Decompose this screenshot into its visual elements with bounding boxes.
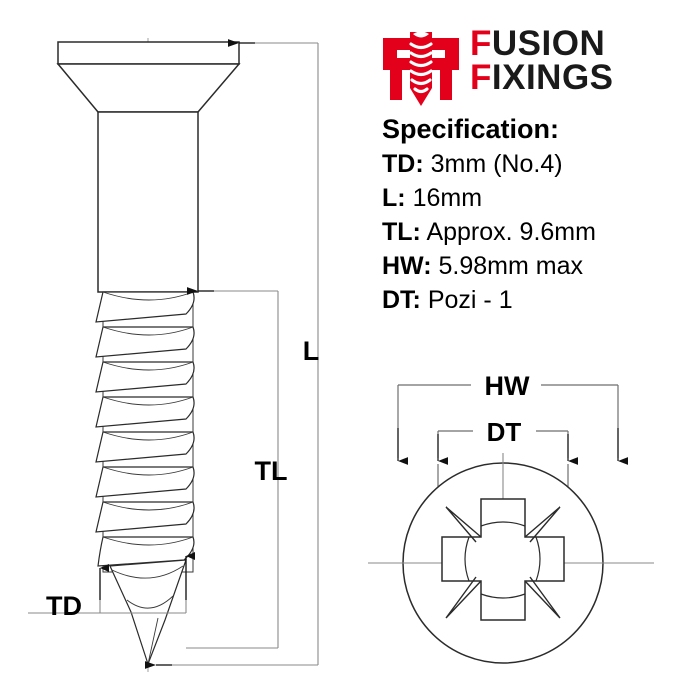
dimension-drive-type-arrows <box>437 434 578 465</box>
brand-wordmark-line-1-lead: F <box>470 24 492 63</box>
brand-wordmark: FUSION FIXINGS <box>470 24 690 97</box>
dimension-label-overall-length: L <box>303 336 320 366</box>
fusion-fixings-screw-monogram-icon <box>383 31 459 106</box>
dimension-label-thread-length: TL <box>255 456 288 486</box>
dimension-overall-length-arrows <box>145 39 255 669</box>
spec-row-hw: HW: 5.98mm max <box>382 254 700 279</box>
dimension-label-head-width: HW <box>485 371 530 401</box>
pozi-head-detail-diagram: HW DT <box>368 368 700 693</box>
screw-technical-drawing: L TL TD <box>28 38 320 672</box>
brand-wordmark-line-2-lead: F <box>470 57 492 97</box>
spec-value-dt: Pozi - 1 <box>427 286 513 314</box>
dimension-label-drive-type: DT <box>487 417 522 447</box>
spec-row-l: L: 16mm <box>382 186 700 211</box>
specification-title: Specification: <box>382 114 560 144</box>
screw-point <box>109 559 187 666</box>
info-panel: FUSION FIXINGS Specification: TD: 3mm (N… <box>360 0 700 700</box>
pozidriv-recess-caps <box>464 521 541 599</box>
spec-value-td: 3mm (No.4) <box>430 150 563 178</box>
dimension-label-thread-diameter: TD <box>46 591 82 621</box>
dimension-thread-diameter-arrows <box>99 552 195 600</box>
screw-side-view-svg: L TL TD <box>28 38 320 672</box>
spec-key-hw: HW: <box>382 252 432 280</box>
pozidriv-rib-marks <box>445 506 561 619</box>
spec-value-hw: 5.98mm max <box>438 252 583 280</box>
spec-key-dt: DT: <box>382 286 421 314</box>
spec-row-tl: TL: Approx. 9.6mm <box>382 220 700 245</box>
brand-wordmark-line-2: FIXINGS <box>470 57 690 97</box>
spec-row-dt: DT: Pozi - 1 <box>382 288 700 313</box>
pozi-head-top-view-svg: HW DT <box>368 371 654 664</box>
screw-thread-section <box>95 291 195 573</box>
dimension-overall-length <box>160 42 319 666</box>
dimension-head-width-arrows <box>397 428 628 465</box>
brand-wordmark-line-1-rest: USION <box>491 24 606 63</box>
spec-key-tl: TL: <box>382 218 421 246</box>
spec-row-td: TD: 3mm (No.4) <box>382 152 700 177</box>
spec-value-tl: Approx. 9.6mm <box>426 218 596 246</box>
spec-value-l: 16mm <box>412 184 483 212</box>
brand-logo: FUSION FIXINGS <box>382 26 694 112</box>
brand-wordmark-line-2-rest: IXINGS <box>491 57 614 97</box>
spec-key-td: TD: <box>382 150 424 178</box>
screw-shank <box>97 111 199 293</box>
countersunk-head <box>56 41 241 113</box>
specification-block: Specification: TD: 3mm (No.4) L: 16mm TL… <box>382 116 700 322</box>
spec-key-l: L: <box>382 184 406 212</box>
brand-wordmark-line-1: FUSION <box>470 24 690 63</box>
